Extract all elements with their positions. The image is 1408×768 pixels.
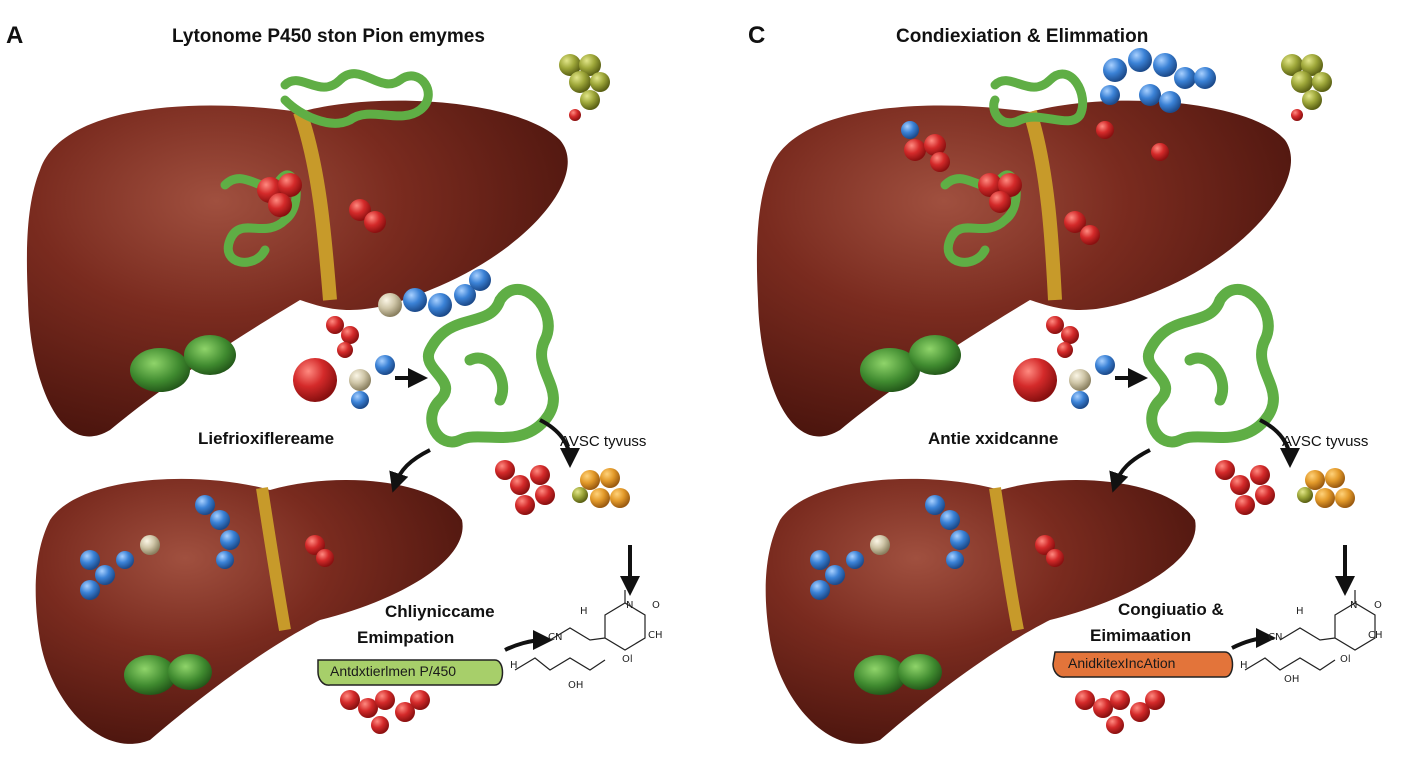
protein-enzyme-center-a: [422, 283, 559, 448]
label-elim-1-c: Congiuatio &: [1118, 600, 1224, 619]
molecule-blue-chain-a: [349, 269, 491, 409]
banner-label-a: Antdxtierlmen P/450: [330, 663, 457, 679]
label-elim-2-c: Eimimaation: [1090, 626, 1192, 645]
label-elim-2-a: Emimpation: [357, 628, 455, 647]
chem-label-c-7: Ol: [1340, 654, 1351, 665]
molecule-red-orange-a: [495, 460, 630, 515]
chem-label-c-1: O: [1374, 600, 1382, 611]
large-red-atom-a: [293, 358, 337, 402]
chem-label-c-3: H: [1296, 606, 1304, 617]
liver-top-c: [756, 100, 1292, 437]
chemical-structure-a: [514, 590, 646, 671]
molecule-olive-cluster-a: [559, 54, 610, 121]
chem-label-c-6: CH: [1368, 630, 1383, 641]
panel-title-a: Lytonome P450 ston Pion emymes: [172, 26, 485, 47]
protein-enzyme-top-a: [280, 69, 433, 128]
molecule-blue-liver-a: [80, 495, 334, 600]
label-mid-c: Antie xxidcanne: [928, 429, 1059, 448]
banner-label-c: AnidkitexIncAtion: [1068, 655, 1176, 671]
molecule-red-bottom-a: [340, 690, 430, 734]
chem-label-a-5: H: [510, 660, 518, 671]
molecule-olive-cluster-c: [1281, 54, 1332, 121]
molecule-red-cluster-c: [901, 121, 1100, 245]
molecule-red-small-c: [1046, 316, 1079, 358]
protein-enzyme-center-c: [1142, 283, 1279, 448]
chem-label-a-6: CH: [648, 630, 663, 641]
molecule-blue-chain-c: [1069, 355, 1115, 409]
chemical-structure-c: [1244, 590, 1376, 671]
panel-c: [756, 48, 1376, 744]
molecule-red-orange-c: [1215, 460, 1355, 515]
protein-enzyme-top-c: [989, 69, 1088, 127]
chem-label-a-3: H: [580, 606, 588, 617]
chem-label-c-2: CN: [1268, 632, 1283, 643]
molecule-blue-liver-c: [810, 495, 1064, 600]
label-mid-a: Liefrioxiflereame: [198, 429, 335, 448]
molecule-blue-top-c: [1096, 48, 1216, 161]
panel-title-c: Condiexiation & Elimmation: [896, 26, 1149, 47]
panel-a: [26, 54, 646, 744]
chem-label-a-8: OH: [568, 680, 584, 691]
chem-label-c-5: H: [1240, 660, 1248, 671]
arrows-c: [1109, 368, 1355, 650]
chem-label-a-7: Ol: [622, 654, 633, 665]
label-side-c: AVSC tyvuss: [1282, 433, 1369, 450]
label-elim-1-a: Chliyniccame: [385, 602, 495, 621]
chem-label-a-0: N: [626, 600, 634, 611]
panel-letter-c: C: [748, 22, 766, 49]
chem-label-a-2: CN: [548, 632, 563, 643]
banner-shape-c: [1052, 651, 1234, 678]
chem-label-a-1: O: [652, 600, 660, 611]
chem-label-c-8: OH: [1284, 674, 1300, 685]
banner-shape-a: [317, 659, 504, 686]
arrows-a: [389, 368, 640, 652]
panel-letter-a: A: [6, 22, 24, 49]
liver-top-a: [26, 100, 568, 437]
chem-label-c-0: N: [1350, 600, 1358, 611]
molecule-red-bottom-c: [1075, 690, 1165, 734]
molecule-red-cluster-a: [257, 173, 386, 233]
label-side-a: AVSC tyvuss: [560, 433, 647, 450]
molecule-red-small-a: [326, 316, 359, 358]
large-red-atom-c: [1013, 358, 1057, 402]
